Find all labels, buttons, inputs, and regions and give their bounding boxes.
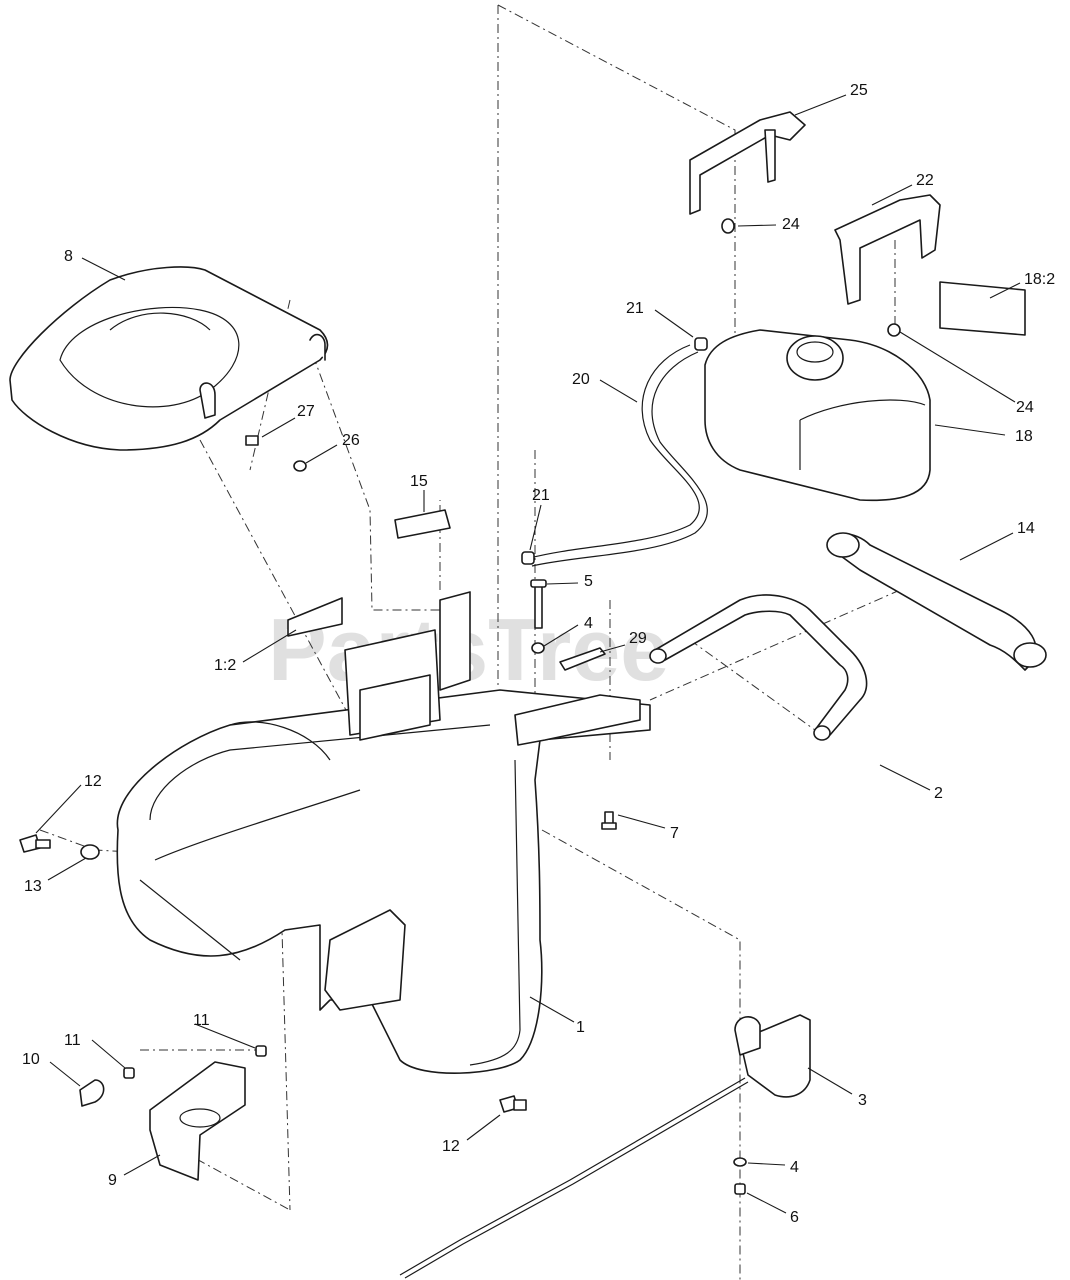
callout-12-lower: 12 [442,1138,460,1155]
callout-18: 18 [1015,428,1033,445]
leader-lines [35,94,1021,1214]
callout-1-2: 1:2 [214,657,236,674]
callout-1: 1 [576,1019,585,1036]
callout-15: 15 [410,473,428,490]
callout-6: 6 [790,1209,799,1226]
callout-4-upper: 4 [584,615,593,632]
hose-clamps-part-21 [521,337,708,565]
bolts-part-12 [19,834,527,1113]
screw-part-7 [601,811,617,830]
plate-part-9 [149,1061,246,1181]
washer-part-4-lower [733,1157,747,1167]
main-frame-part-1 [116,591,651,1074]
control-part-3 [399,1014,811,1279]
callout-25: 25 [850,82,868,99]
callout-24-lower: 24 [1016,399,1034,416]
callout-11-right: 11 [193,1012,210,1029]
nuts-part-11 [123,1045,267,1079]
knob-part-10 [79,1079,105,1107]
callout-4-lower: 4 [790,1159,799,1176]
callout-18-2: 18:2 [1024,271,1055,288]
callout-12-upper: 12 [84,773,102,790]
callout-21-lower: 21 [532,487,550,504]
decal-part-1-2 [287,597,343,637]
callout-21-upper: 21 [626,300,644,317]
callout-labels: 25 22 24 18:2 21 24 20 18 8 27 26 15 21 … [22,82,1055,1226]
callout-10: 10 [22,1051,40,1068]
grommets-part-24 [721,218,901,337]
callout-5: 5 [584,573,593,590]
fuel-hose-part-20 [529,344,708,567]
seat-cover-part-8 [9,266,329,451]
fuel-tank-part-18 [704,329,931,502]
screw-part-27 [245,435,259,446]
callout-7: 7 [670,825,679,842]
callout-26: 26 [342,432,360,449]
washer-part-13 [80,844,100,860]
callout-2: 2 [934,785,943,802]
bolt-part-5 [530,579,547,629]
handle-tube-part-2 [649,594,868,741]
callout-29: 29 [629,630,647,647]
callout-24-upper: 24 [782,216,800,233]
decal-part-29 [559,647,606,671]
callout-9: 9 [108,1172,117,1189]
washer-part-4 [531,642,545,654]
bracket-part-25 [689,111,806,215]
hose-part-14 [826,532,1047,671]
washer-part-26 [293,460,307,472]
nut-part-6 [734,1183,746,1195]
callout-20: 20 [572,371,590,388]
callout-22: 22 [916,172,934,189]
callout-8: 8 [64,248,73,265]
pad-part-15 [394,509,451,539]
callout-3: 3 [858,1092,867,1109]
callout-27: 27 [297,403,315,420]
bracket-part-22 [834,194,941,305]
callout-11-left: 11 [64,1032,81,1049]
callout-13: 13 [24,878,42,895]
callout-14: 14 [1017,520,1035,537]
decal-part-18-2 [939,281,1026,336]
